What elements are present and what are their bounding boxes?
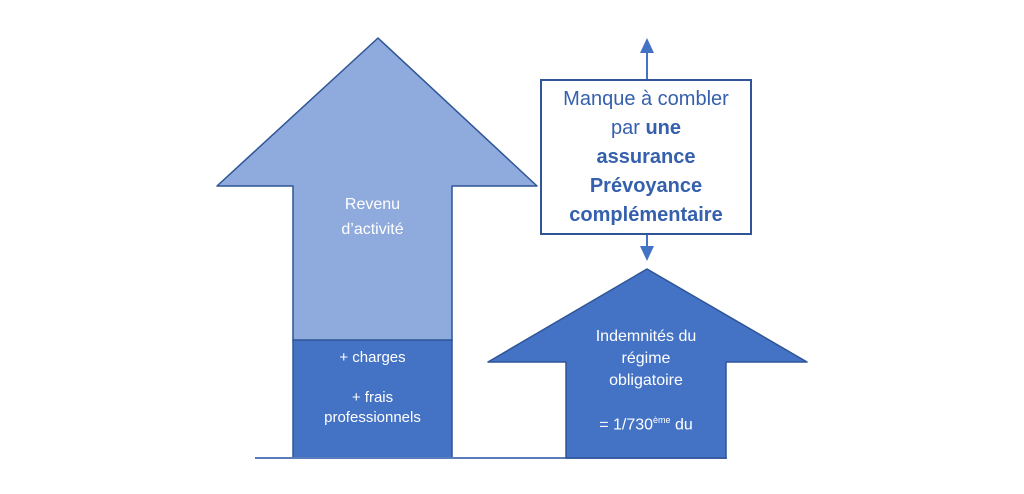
gap-box-text-regular: Manque à combler par [563,87,729,139]
formula-suffix: du [670,416,693,434]
gap-connector-down-arrow [640,235,654,261]
expenses-block-label: + charges + frais professionnels [324,349,421,426]
gap-connector-up-arrow [640,38,654,79]
expenses-block-shape [292,339,453,459]
revenue-arrow-label: Revenu d’activité [341,196,404,238]
benefits-formula-label: = 1/730ème du [566,410,726,435]
formula-prefix: = 1/730 [599,416,654,434]
formula-superscript: ème [653,415,671,425]
gap-box-text: Manque à combler par une assurance Prévo… [563,85,729,230]
benefits-up-arrow-shape [487,268,808,459]
gap-box-text-bold: une assurance Prévoyance complémentaire [569,116,723,226]
gap-box: Manque à combler par une assurance Prévo… [540,79,752,235]
revenue-up-arrow-shape [216,37,538,342]
benefits-arrow-label: Indemnités du régime obligatoire [595,328,697,389]
